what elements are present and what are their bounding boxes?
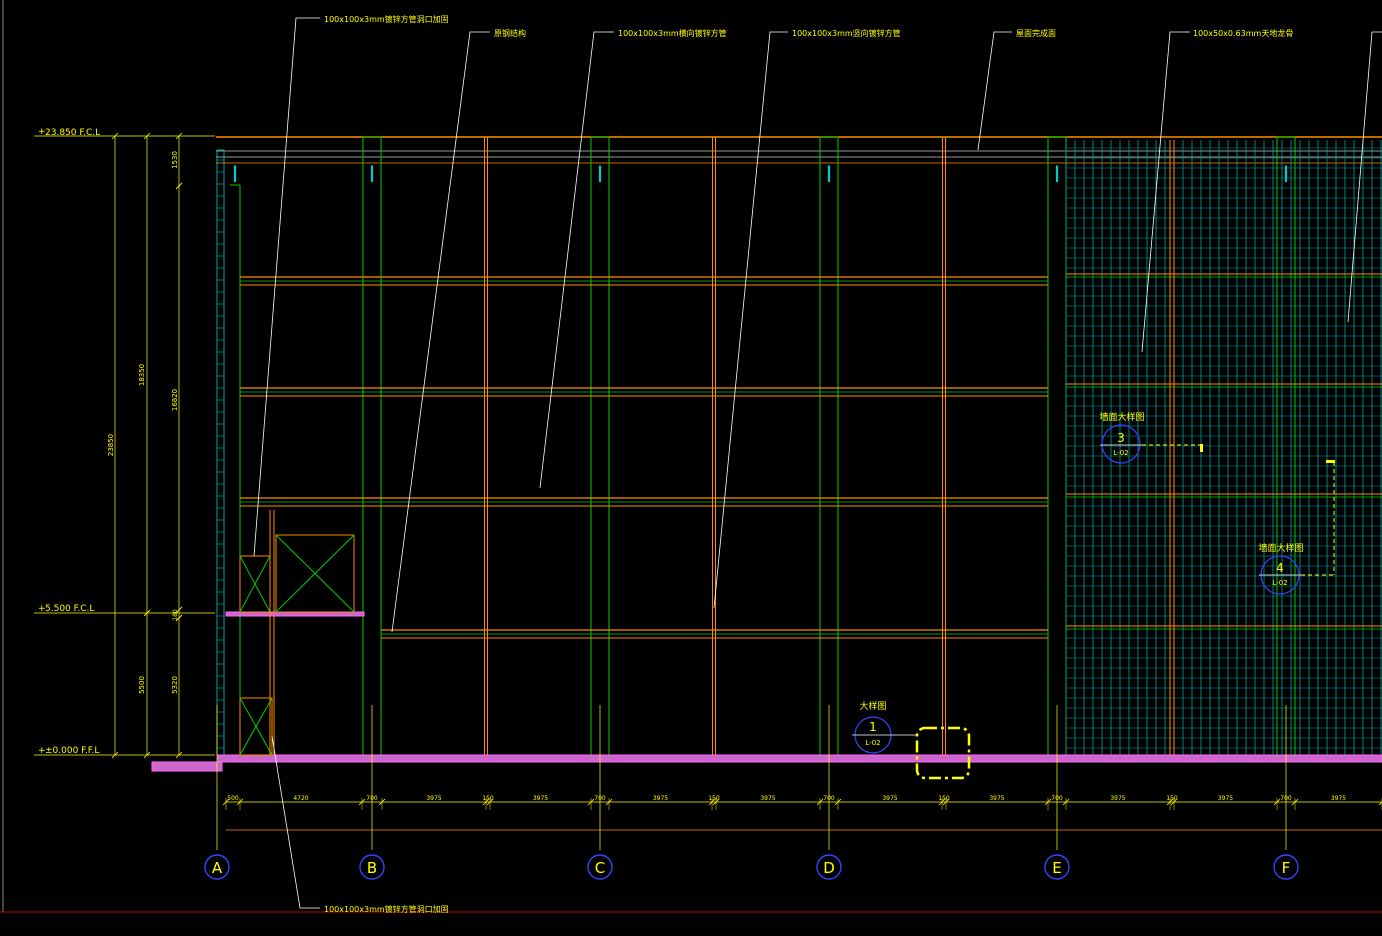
axis-bubble [816, 854, 842, 880]
detail-tag-1[interactable]: 大样图 1 L-02 [852, 700, 971, 780]
elevation-ground: + ±0.000 F.F.L [34, 746, 215, 756]
dim-label: 150 [482, 795, 494, 802]
detail-tag-4[interactable]: 墙面大样图 4 L-02 [1258, 460, 1335, 595]
detail-tag-4-title: 墙面大样图 [1258, 542, 1303, 554]
axis-label-D: D [823, 859, 835, 877]
grid-axes: A B C D E F [204, 705, 1299, 880]
callout-horizontal-tube: 100x100x3mm横向镀锌方管 [618, 28, 727, 38]
i-beam-icon: I [369, 163, 376, 188]
callout-opening-reinforcement-bottom: 100x100x3mm镀锌方管洞口加固 [324, 904, 449, 914]
i-beam-icon: I [826, 163, 833, 188]
dim-tick [175, 614, 183, 622]
detail-tag-4-num: 4 [1276, 561, 1284, 575]
opening-reinforcement-upper [239, 534, 355, 613]
dim-lower-height: 5500 [138, 676, 146, 694]
svg-text:+: + [38, 746, 46, 756]
detail-tag-3-title: 墙面大样图 [1099, 411, 1144, 423]
dim-inner-small: 180 [172, 609, 179, 621]
axis-bubble [1273, 854, 1299, 880]
axis-label-A: A [212, 859, 223, 877]
detail-tag-1-num: 1 [869, 720, 877, 734]
dim-label: 3975 [533, 795, 548, 802]
dim-label: 3975 [653, 795, 668, 802]
callout-roof-finish: 屋面完成面 [1016, 28, 1056, 38]
i-beam-icon: I [597, 163, 604, 188]
i-beam-icon: I [1054, 163, 1061, 188]
curtain-wall-grid [1065, 140, 1382, 761]
dim-inner-lower: 5320 [171, 676, 179, 694]
detail-tag-3-sheet: L-02 [1113, 449, 1128, 457]
axis-bubble [204, 854, 230, 880]
dim-tick [175, 182, 183, 190]
detail-tag-4-sheet: L-02 [1272, 579, 1287, 587]
dim-total-height: 23850 [107, 434, 115, 456]
mezzanine-slab [225, 611, 365, 617]
svg-text:+: + [38, 127, 46, 137]
dim-label: 3975 [1331, 795, 1346, 802]
elevation-mid-label: 5.500 F.C.L [45, 604, 94, 614]
dim-label: 3975 [1218, 795, 1233, 802]
dim-label: 150 [708, 795, 720, 802]
leader-callouts [253, 17, 1382, 909]
detail-tag-1-sheet: L-02 [865, 739, 880, 747]
ground-step [151, 761, 223, 772]
elevation-top: + 23.850 F.C.L [34, 127, 215, 138]
axis-label-F: F [1282, 859, 1291, 877]
dim-inner-mid: 16820 [171, 389, 179, 411]
dim-label: 3975 [1110, 795, 1125, 802]
elevation-ground-label: ±0.000 F.F.L [45, 746, 99, 756]
dim-label: 150 [938, 795, 950, 802]
detail-tag-3[interactable]: 墙面大样图 3 L-02 [1099, 411, 1203, 464]
callout-keel: 100x50x0.63mm天地龙骨 [1193, 28, 1293, 38]
dim-inner-top: 1530 [171, 151, 179, 169]
dim-label: 500 [227, 795, 239, 802]
dim-label: 3975 [882, 795, 897, 802]
dim-tick [175, 606, 183, 614]
detail-tag-3-num: 3 [1117, 431, 1125, 445]
callout-original-steel: 原钢结构 [494, 28, 526, 38]
dim-label: 3975 [989, 795, 1004, 802]
svg-text:+: + [38, 604, 46, 614]
ground-slab [217, 754, 1382, 763]
dim-upper-height: 18350 [138, 364, 146, 386]
i-beam-icon: I [1283, 163, 1290, 188]
axis-bubble [1044, 854, 1070, 880]
dim-label: 3975 [426, 795, 441, 802]
axis-bubble [587, 854, 613, 880]
dim-label: 3975 [760, 795, 775, 802]
axis-bubble [359, 854, 385, 880]
axis-label-C: C [595, 859, 605, 877]
callout-opening-reinforcement: 100x100x3mm镀锌方管洞口加固 [324, 14, 449, 24]
opening-reinforcement-lower [239, 510, 275, 756]
dim-tick [1378, 801, 1382, 806]
dim-label: 150 [1166, 795, 1178, 802]
elevation-mid: + 5.500 F.C.L [34, 604, 215, 614]
callout-vertical-tube: 100x100x3mm竖向镀锌方管 [792, 28, 901, 38]
detail-tag-1-title: 大样图 [859, 700, 886, 712]
axis-label-B: B [367, 859, 377, 877]
i-beam-icon: I [232, 163, 239, 188]
dim-label: 4720 [293, 795, 308, 802]
axis-label-E: E [1052, 859, 1061, 877]
dimension-lines [111, 132, 183, 759]
elevation-top-label: 23.850 F.C.L [45, 128, 100, 138]
